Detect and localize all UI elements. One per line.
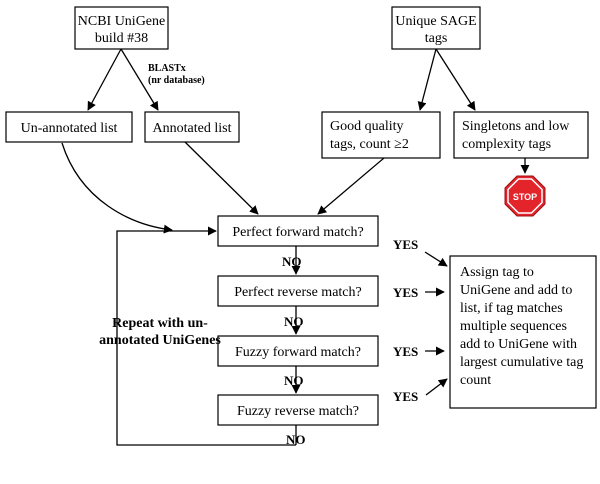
yes-label-1: YES: [393, 237, 418, 252]
assign-line-4: multiple sequences: [460, 319, 567, 334]
connectors: [61, 48, 530, 446]
arrow-unigene-to-unannotated: [87, 48, 122, 111]
perfect-reverse-box: Perfect reverse match?: [217, 275, 379, 307]
unigene-box: NCBI UniGene build #38: [74, 6, 169, 50]
repeat-label-line2: annotated UniGenes: [99, 333, 221, 348]
assign-line-3: list, if tag matches: [460, 301, 563, 316]
arrow-annotated-to-forward: [184, 141, 259, 215]
loop-back-line: [116, 226, 296, 446]
good-quality-box: Good quality tags, count ≥2: [321, 111, 441, 159]
annotated-box: Annotated list: [144, 111, 240, 143]
annotated-label: Annotated list: [153, 121, 232, 136]
unigene-line2: build #38: [95, 31, 148, 46]
yes-label-4: YES: [393, 389, 418, 404]
good-quality-line1: Good quality: [330, 119, 404, 134]
no-label-4: NO: [286, 432, 306, 447]
arrow-sage-to-good: [417, 48, 437, 111]
assign-box: Assign tag to UniGene and add to list, i…: [449, 255, 597, 409]
arrow-yes-4: [425, 378, 448, 396]
stop-sign-text: STOP: [513, 192, 537, 202]
assign-line-2: UniGene and add to: [460, 283, 572, 298]
sage-line2: tags: [425, 31, 448, 46]
unannotated-box: Un-annotated list: [5, 111, 133, 143]
stop-sign-icon: STOP: [504, 175, 546, 217]
arrow-sage-to-singletons: [435, 48, 476, 111]
no-label-3: NO: [284, 373, 304, 388]
singletons-line2: complexity tags: [462, 137, 551, 152]
no-label-2: NO: [284, 314, 304, 329]
fuzzy-reverse-box: Fuzzy reverse match?: [217, 394, 379, 426]
no-label-1: NO: [282, 254, 302, 269]
perfect-forward-box: Perfect forward match?: [217, 215, 379, 247]
assign-line-5: add to UniGene with: [460, 337, 577, 352]
yes-label-3: YES: [393, 344, 418, 359]
assign-line-6: largest cumulative tag: [460, 355, 583, 370]
singletons-box: Singletons and low complexity tags: [453, 111, 589, 159]
sage-box: Unique SAGE tags: [391, 6, 481, 50]
sage-line1: Unique SAGE: [395, 14, 476, 29]
assign-line-1: Assign tag to: [460, 265, 534, 280]
arrow-unigene-to-annotated: [120, 48, 159, 111]
assign-line-7: count: [460, 373, 491, 388]
good-quality-line2: tags, count ≥2: [330, 137, 409, 152]
unigene-line1: NCBI UniGene: [78, 14, 166, 29]
fuzzy-reverse-label: Fuzzy reverse match?: [237, 404, 359, 419]
arrow-good-to-forward: [317, 157, 385, 215]
yes-label-2: YES: [393, 285, 418, 300]
repeat-label-line1: Repeat with un-: [112, 316, 208, 331]
fuzzy-forward-box: Fuzzy forward match?: [217, 335, 379, 367]
arrow-yes-1: [424, 251, 448, 267]
singletons-line1: Singletons and low: [462, 119, 570, 134]
unannotated-label: Un-annotated list: [21, 121, 118, 136]
blastx-label-line2: (nr database): [148, 75, 205, 86]
perfect-reverse-label: Perfect reverse match?: [234, 285, 361, 300]
fuzzy-forward-label: Fuzzy forward match?: [235, 345, 361, 360]
arrow-unannotated-to-loop: [61, 142, 173, 234]
blastx-label-line1: BLASTx: [148, 63, 186, 74]
perfect-forward-label: Perfect forward match?: [232, 225, 363, 240]
